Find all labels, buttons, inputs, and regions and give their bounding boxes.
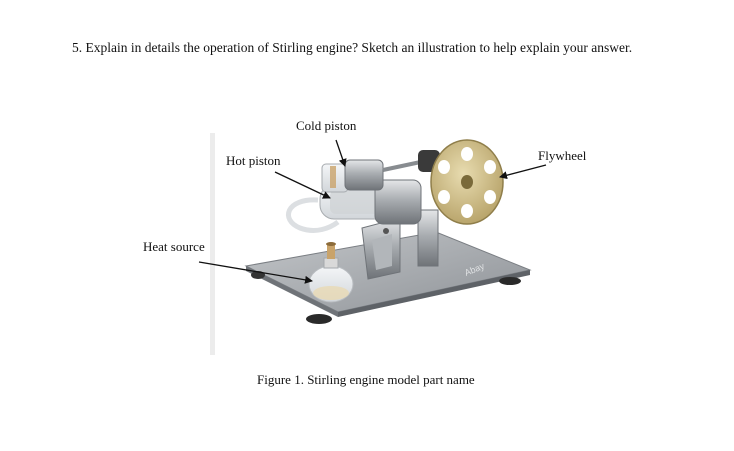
label-flywheel: Flywheel (538, 148, 587, 163)
photo-edge (210, 133, 215, 355)
label-heat-source: Heat source (143, 239, 205, 254)
label-hot-piston: Hot piston (226, 153, 281, 168)
cold-piston-arrow (335, 139, 347, 167)
flywheel-arrow (499, 164, 547, 180)
cold-cylinder (321, 159, 384, 193)
hot-piston-arrow (274, 171, 331, 199)
figure-caption: Figure 1. Stirling engine model part nam… (257, 372, 475, 387)
flywheel (430, 139, 504, 225)
heat-source-arrow (198, 261, 313, 284)
plastic-tube (286, 197, 340, 233)
hot-cylinder (319, 179, 422, 225)
alcohol-lamp (308, 242, 354, 303)
label-cold-piston: Cold piston (296, 118, 357, 133)
question-text: 5. Explain in details the operation of S… (72, 40, 633, 55)
